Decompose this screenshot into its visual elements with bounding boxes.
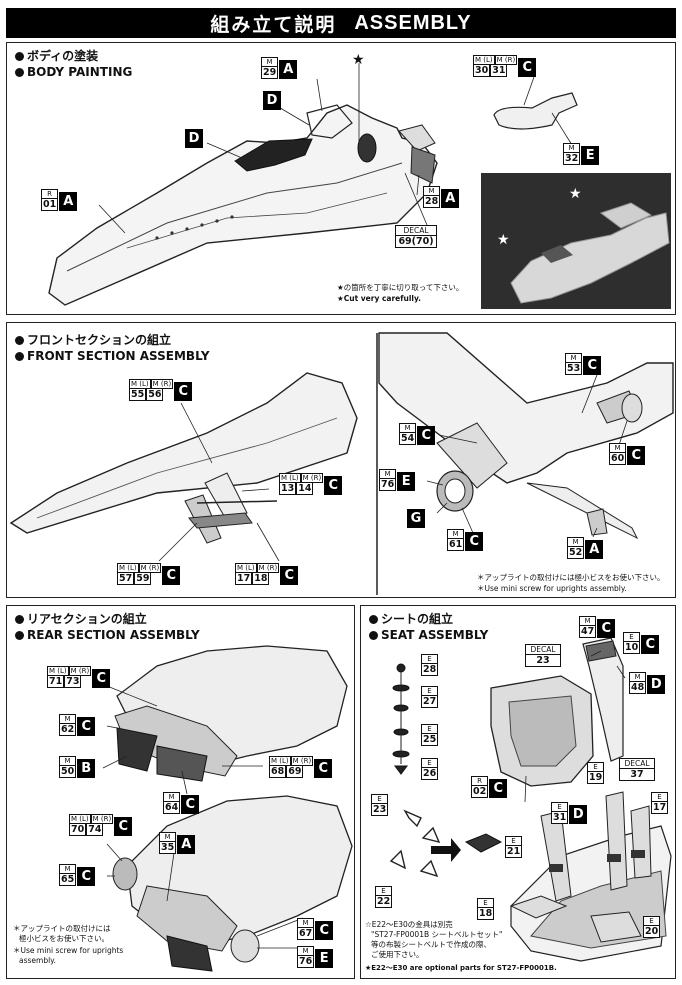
body-painting-title-jp: ボディの塗装	[15, 49, 98, 64]
rear-note-en-1: ＊Use mini screw for uprights	[13, 946, 124, 955]
body-painting-title-en: BODY PAINTING	[15, 65, 132, 80]
rear-note-jp-2: 極小ビスをお使い下さい。	[19, 934, 109, 943]
rear-note-en-2: assembly.	[19, 956, 56, 965]
front-title-en: FRONT SECTION ASSEMBLY	[15, 349, 210, 364]
decal-23: DECAL 23	[525, 644, 561, 667]
rear-section-panel: リアセクションの組立 REAR SECTION ASSEMBLY M (L)M …	[6, 605, 355, 979]
label-d-top: D	[263, 91, 281, 110]
body-diagram	[48, 63, 578, 306]
front-title-jp: フロントセクションの組立	[15, 333, 171, 348]
body-photo	[481, 173, 671, 309]
diagram-star: ★	[352, 52, 365, 68]
seat-note-jp-1: ☆E22～E30の金具は別売	[365, 920, 453, 929]
photo-star-1: ★	[569, 186, 582, 202]
label-d-left: D	[185, 129, 203, 148]
seat-title-en: SEAT ASSEMBLY	[369, 628, 488, 643]
seat-note-jp-4: ご使用下さい。	[371, 950, 424, 959]
rear-diagram	[102, 645, 353, 972]
header-title-jp: 組み立て説明	[210, 13, 337, 36]
seat-note-en: ★E22～E30 are optional parts for ST27-FP0…	[365, 964, 557, 972]
seat-title-jp: シートの組立	[369, 612, 453, 627]
front-section-panel: フロントセクションの組立 FRONT SECTION ASSEMBLY M	[6, 322, 676, 598]
rear-title-en: REAR SECTION ASSEMBLY	[15, 628, 200, 643]
body-photo-art	[481, 173, 671, 309]
body-painting-panel: ボディの塗装 BODY PAINTING	[6, 42, 676, 315]
front-note-en: ＊Use mini screw for uprights assembly.	[477, 584, 627, 593]
rear-title-jp: リアセクションの組立	[15, 612, 147, 627]
decal-69-70: DECAL 69(70)	[395, 225, 437, 248]
photo-star-2: ★	[497, 232, 510, 248]
front-note-jp: ＊アップライトの取付けには極小ビスをお使い下さい。	[477, 573, 665, 582]
page-header: 組み立て説明 ASSEMBLY	[6, 8, 676, 38]
seat-note-jp-2: "ST27-FP0001B シートベルトセット"	[371, 930, 503, 939]
body-note-jp: ★の箇所を丁寧に切り取って下さい。	[337, 283, 464, 292]
seat-diagram	[389, 637, 672, 962]
body-note-en: ★Cut very carefully.	[337, 294, 422, 303]
header-title-en: ASSEMBLY	[354, 11, 472, 34]
seat-note-jp-3: 等の布製シートベルトで作成の際、	[371, 940, 491, 949]
decal-37: DECAL 37	[619, 758, 655, 781]
label-g: G	[407, 509, 425, 528]
seat-panel: シートの組立 SEAT ASSEMBLY	[360, 605, 676, 979]
rear-note-jp-1: ＊アップライトの取付けには	[13, 924, 111, 933]
